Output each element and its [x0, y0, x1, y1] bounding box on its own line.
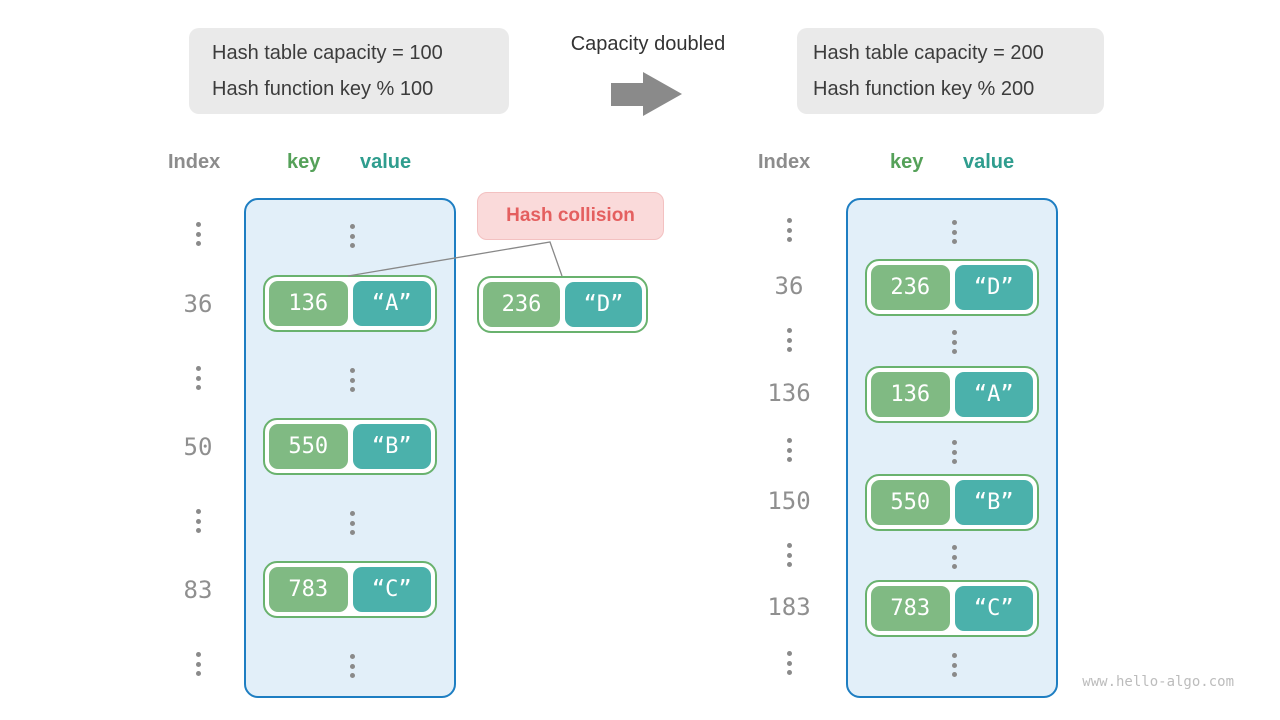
value-pill: “B”	[352, 424, 431, 469]
ellipsis-dots	[777, 328, 801, 352]
hash-collision-label: Hash collision	[506, 205, 635, 226]
value-pill: “A”	[954, 372, 1033, 417]
key-pill: 550	[871, 480, 950, 525]
colliding-kv-pair: 236 “D”	[477, 276, 648, 333]
right-arrow-icon	[605, 65, 690, 120]
transition-label: Capacity doubled	[570, 33, 726, 55]
ellipsis-dots	[777, 438, 801, 462]
kv-pair: 550 “B”	[865, 474, 1039, 531]
ellipsis-dots	[340, 654, 364, 678]
ellipsis-dots	[340, 368, 364, 392]
ellipsis-dots	[942, 220, 966, 244]
ellipsis-dots	[777, 543, 801, 567]
ellipsis-dots	[777, 651, 801, 675]
index-cell: 36	[183, 290, 213, 318]
right-key-header: key	[890, 151, 924, 173]
ellipsis-dots	[186, 222, 210, 246]
ellipsis-dots	[942, 653, 966, 677]
ellipsis-dots	[340, 511, 364, 535]
index-cell: 83	[183, 576, 213, 604]
left-index-header: Index	[168, 151, 221, 173]
key-pill: 136	[269, 281, 348, 326]
capacity-line: Hash table capacity = 100	[212, 42, 443, 64]
value-pill: “D”	[565, 282, 642, 327]
key-pill: 550	[269, 424, 348, 469]
index-cell: 136	[767, 379, 811, 407]
value-pill: “D”	[954, 265, 1033, 310]
index-cell: 150	[767, 487, 811, 515]
hash-function-line: Hash function key % 100	[212, 78, 434, 100]
hash-table-before: 136 “A” 550 “B” 783 “C”	[244, 198, 456, 698]
key-pill: 136	[871, 372, 950, 417]
key-pill: 236	[871, 265, 950, 310]
left-key-header: key	[287, 151, 321, 173]
hash-function-line: Hash function key % 200	[813, 78, 1035, 100]
value-pill: “C”	[352, 567, 431, 612]
ellipsis-dots	[777, 218, 801, 242]
watermark: www.hello-algo.com	[1082, 674, 1234, 690]
kv-pair: 236 “D”	[865, 259, 1039, 316]
capacity-line: Hash table capacity = 200	[813, 42, 1044, 64]
ellipsis-dots	[942, 330, 966, 354]
kv-pair: 136 “A”	[865, 366, 1039, 423]
right-value-header: value	[963, 151, 1015, 173]
key-pill: 783	[269, 567, 348, 612]
ellipsis-dots	[186, 366, 210, 390]
right-index-header: Index	[758, 151, 811, 173]
hash-collision-badge: Hash collision	[477, 192, 664, 240]
index-cell: 50	[183, 433, 213, 461]
kv-pair: 783 “C”	[865, 580, 1039, 637]
ellipsis-dots	[340, 224, 364, 248]
value-pill: “A”	[352, 281, 431, 326]
kv-pair: 136 “A”	[263, 275, 437, 332]
value-pill: “C”	[954, 586, 1033, 631]
kv-pair: 550 “B”	[263, 418, 437, 475]
ellipsis-dots	[186, 509, 210, 533]
hash-table-after: 236 “D” 136 “A” 550 “B” 783 “C”	[846, 198, 1058, 698]
ellipsis-dots	[942, 440, 966, 464]
index-cell: 36	[774, 272, 804, 300]
kv-pair: 783 “C”	[263, 561, 437, 618]
ellipsis-dots	[942, 545, 966, 569]
value-pill: “B”	[954, 480, 1033, 525]
left-value-header: value	[360, 151, 412, 173]
capacity-box-after: Hash table capacity = 200 Hash function …	[797, 28, 1104, 114]
key-pill: 783	[871, 586, 950, 631]
key-pill: 236	[483, 282, 560, 327]
capacity-box-before: Hash table capacity = 100 Hash function …	[189, 28, 509, 114]
index-cell: 183	[767, 593, 811, 621]
ellipsis-dots	[186, 652, 210, 676]
